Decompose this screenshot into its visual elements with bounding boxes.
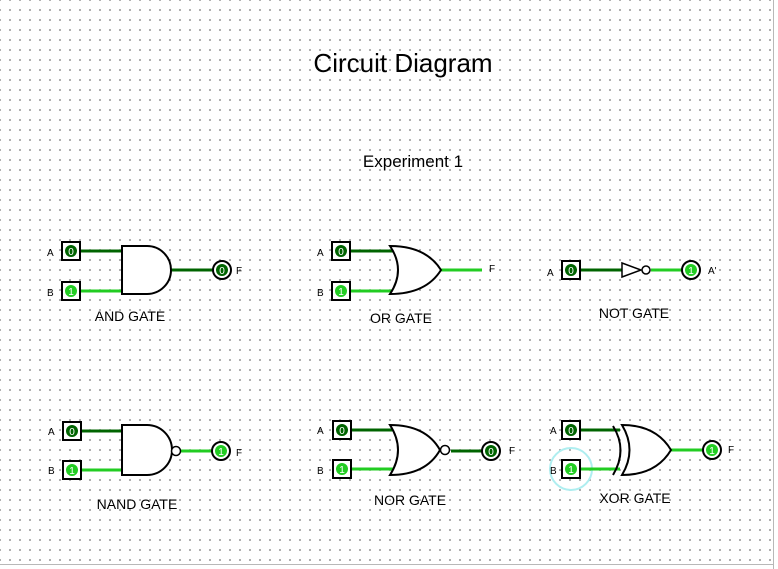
or-output-label: F — [489, 264, 495, 275]
xor-back-curve — [612, 425, 622, 476]
not-circuit: A 0 1 A' NOT GATE — [547, 260, 717, 321]
svg-text:1: 1 — [69, 466, 75, 477]
or-input-b-label: B — [317, 288, 324, 299]
xor-gate-name: XOR GATE — [599, 490, 670, 506]
or-gate-symbol — [388, 244, 443, 296]
canvas-edge-bottom — [0, 564, 774, 565]
nor-input-b-pin[interactable]: 1 — [332, 459, 352, 479]
and-input-a-label: A — [47, 248, 54, 259]
xor-circuit: A B 0 1 1 F XOR GATE — [549, 420, 734, 506]
nor-input-b-label: B — [317, 466, 324, 477]
and-output-label: F — [236, 266, 242, 277]
svg-text:1: 1 — [339, 465, 345, 476]
svg-text:1: 1 — [218, 447, 224, 458]
or-input-a-pin[interactable]: 0 — [331, 241, 351, 261]
nor-gate-symbol — [388, 423, 442, 477]
svg-text:1: 1 — [568, 465, 574, 476]
and-gate-symbol — [121, 245, 172, 295]
page-title: Circuit Diagram — [313, 48, 492, 78]
nor-gate-name: NOR GATE — [374, 492, 446, 508]
svg-text:1: 1 — [68, 287, 74, 298]
not-input-a-label: A — [547, 268, 554, 279]
nand-circuit: A B 0 1 1 F NAND GATE — [48, 421, 242, 512]
and-gate-name: AND GATE — [95, 308, 166, 324]
and-input-b-pin[interactable]: 1 — [61, 281, 81, 301]
svg-text:1: 1 — [688, 266, 694, 277]
nor-output-label: F — [509, 446, 515, 457]
or-input-b-pin[interactable]: 1 — [331, 281, 351, 301]
nand-output-pin: 1 — [211, 441, 231, 461]
nand-bubble — [170, 445, 182, 457]
and-circuit: A B 0 1 0 F AND GATE — [47, 241, 242, 324]
or-circuit: A B 0 1 F OR GATE — [317, 241, 495, 326]
not-gate-name: NOT GATE — [599, 305, 669, 321]
nand-gate-symbol — [121, 424, 173, 476]
xor-input-b-pin[interactable]: 1 — [561, 459, 581, 479]
svg-text:0: 0 — [568, 266, 574, 277]
and-input-a-pin[interactable]: 0 — [61, 241, 81, 261]
svg-text:1: 1 — [338, 287, 344, 298]
not-gate-symbol — [621, 261, 644, 279]
nand-input-a-pin[interactable]: 0 — [62, 421, 82, 441]
or-input-a-label: A — [317, 248, 324, 259]
xor-input-a-pin[interactable]: 0 — [561, 420, 581, 440]
svg-text:0: 0 — [568, 426, 574, 437]
not-input-a-pin[interactable]: 0 — [561, 260, 581, 280]
svg-text:0: 0 — [219, 266, 225, 277]
nand-gate-name: NAND GATE — [97, 496, 178, 512]
and-output-pin: 0 — [212, 260, 232, 280]
page-subtitle: Experiment 1 — [363, 152, 463, 171]
nor-input-a-label: A — [317, 426, 324, 437]
svg-text:0: 0 — [338, 247, 344, 258]
xor-output-label: F — [728, 445, 734, 456]
not-bubble — [641, 265, 651, 275]
nor-output-pin: 0 — [481, 441, 501, 461]
xor-input-a-label: A — [550, 426, 557, 437]
nand-input-b-pin[interactable]: 1 — [62, 460, 82, 480]
svg-text:1: 1 — [709, 446, 715, 457]
nand-input-a-label: A — [48, 427, 55, 438]
svg-text:0: 0 — [69, 427, 75, 438]
nand-input-b-label: B — [48, 466, 55, 477]
svg-text:0: 0 — [339, 426, 345, 437]
xor-input-b-label: B — [550, 466, 557, 477]
not-output-label: A' — [708, 266, 717, 277]
and-input-b-label: B — [47, 288, 54, 299]
nand-output-label: F — [236, 448, 242, 459]
nor-circuit: A B 0 1 0 F NOR GATE — [317, 420, 515, 508]
canvas-edge-right — [773, 0, 774, 569]
xor-output-pin: 1 — [702, 440, 722, 460]
not-output-pin: 1 — [681, 260, 701, 280]
svg-text:0: 0 — [68, 247, 74, 258]
xor-gate-symbol — [620, 423, 673, 477]
nor-bubble — [439, 444, 451, 456]
or-gate-name: OR GATE — [370, 310, 432, 326]
nor-input-a-pin[interactable]: 0 — [332, 420, 352, 440]
svg-text:0: 0 — [488, 447, 494, 458]
